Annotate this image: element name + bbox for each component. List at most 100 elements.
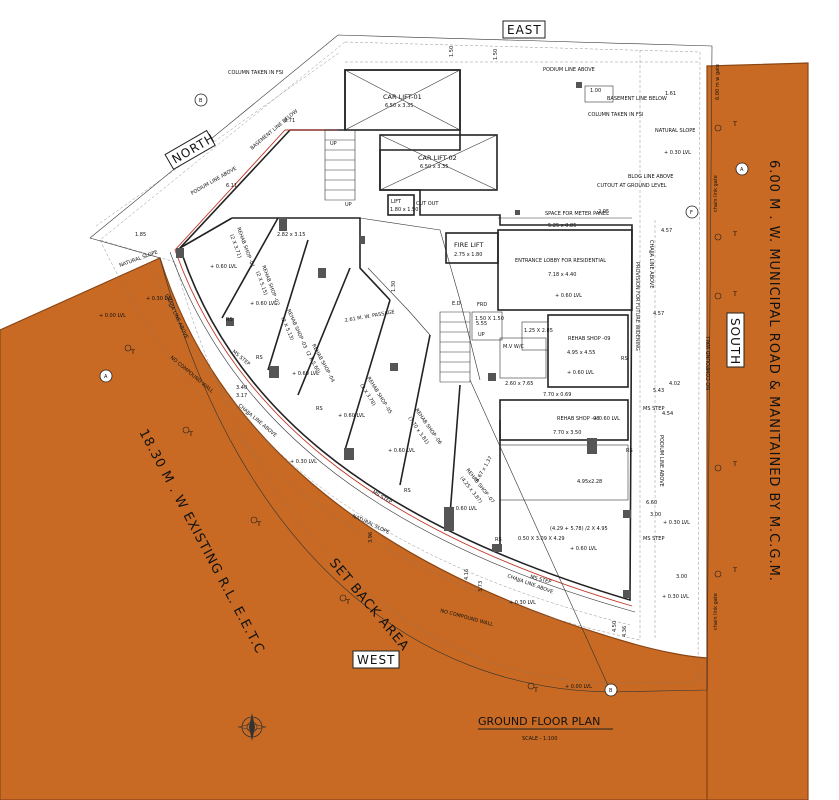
dim-4.57-b: 4.57	[653, 311, 664, 317]
column	[269, 366, 279, 378]
dim-1.85: 1.85	[135, 232, 146, 238]
dim-3.73: 3.73	[478, 581, 484, 592]
room-1.25x2.85	[521, 321, 549, 351]
plan-scale: SCALE - 1:100	[522, 736, 557, 742]
rehab-shop-09	[547, 314, 629, 388]
podium-above-3: PODIUM LINE ABOVE	[658, 435, 664, 487]
column	[226, 318, 234, 326]
natural-slope-2: NATURAL SLOPE	[655, 128, 695, 134]
marker-f: F	[685, 205, 699, 219]
gate-width-label: 6.00 m w gate	[715, 64, 721, 100]
dim-6.11: 6.11	[226, 183, 237, 189]
frd-label: FRD	[477, 302, 487, 308]
tree-icon	[714, 292, 722, 300]
podium-line-dashed	[95, 50, 700, 641]
marker-b-top: B	[194, 93, 208, 107]
ms-step-2: MS STEP	[371, 490, 393, 506]
tree-icon	[714, 464, 722, 472]
dim-6.60: 6.60	[646, 500, 657, 506]
mv-wc-label: M.V W/C	[503, 344, 525, 350]
ms-step-3: MS STEP	[529, 574, 551, 585]
dim-2.05: 2.05	[598, 209, 609, 215]
future-widening: PROVISION FOR FUTURE WIDENING	[634, 262, 640, 351]
podium-above-2: PODIUM LINE ABOVE	[190, 166, 238, 197]
column	[176, 248, 184, 258]
dim-2.82x3.15: 2.82 x 3.15	[277, 232, 305, 238]
entrance-lobby-name: ENTRANCE LOBBY FOR RESIDENTIAL	[515, 258, 606, 264]
column	[359, 236, 365, 244]
tree-label: T	[256, 520, 261, 528]
level-shop-05: + 0.60 LVL	[388, 448, 415, 454]
dim-7.70x0.69: 7.70 x 0.69	[543, 392, 571, 398]
column	[488, 373, 496, 381]
dim-4.02: 4.02	[669, 381, 680, 387]
car-lift-01	[344, 69, 461, 131]
dim-3.96: 3.96	[368, 532, 374, 543]
up-label-1: UP	[330, 141, 337, 147]
chain-gate-1: chain link gate	[713, 175, 719, 212]
column	[390, 363, 398, 371]
column	[492, 544, 502, 552]
room-4.95x2.28	[499, 444, 629, 501]
level-0.30-e: + 0.30 LVL	[663, 520, 690, 526]
rs-7: RS	[626, 448, 633, 454]
south-road-label: 6.00 M . W. MUNICIPAL ROAD & MANITAINED …	[766, 160, 781, 582]
dim-1.00: 1.00	[590, 88, 601, 94]
room-1.50x1.50	[471, 311, 503, 341]
no-wall-3: NO COMPOUND WALL	[706, 335, 712, 390]
tree-label: T	[732, 290, 737, 298]
tree-icon	[250, 516, 258, 524]
meter-panel-label: SPACE FOR METER PANEL	[545, 211, 609, 217]
level-0.30-f: + 0.30 LVL	[662, 594, 689, 600]
tree-label: T	[188, 430, 193, 438]
tree-label: T	[533, 686, 538, 694]
dim-trapezoid: (4.29 + 5.78) /2 X 4.95	[550, 526, 608, 532]
north-box-group: NORTH	[164, 129, 217, 170]
tree-icon	[124, 344, 132, 352]
level-0.00-b: + 0.00 LVL	[565, 684, 592, 690]
column	[318, 268, 326, 278]
stair-north	[324, 129, 356, 201]
column	[587, 438, 597, 454]
marker-a-left-label: A	[104, 374, 108, 380]
dim-5.43: 5.43	[653, 388, 664, 394]
dim-4.57-a: 4.57	[661, 228, 672, 234]
up-label-3: UP	[478, 332, 485, 338]
tree-icon	[714, 570, 722, 578]
west-box	[352, 650, 400, 669]
level-0.30-a: + 0.30 LVL	[146, 296, 173, 302]
car-lift-01-diagonals	[344, 69, 461, 131]
tree-label: T	[130, 348, 135, 356]
lift	[387, 194, 415, 216]
dim-4.36: 4.36	[622, 626, 628, 637]
west-label: WEST	[357, 653, 395, 667]
car-lift-02-name: CAR LIFT-02	[418, 154, 457, 162]
tree-icon	[714, 233, 722, 241]
podium-above-1: PODIUM LINE ABOVE	[543, 67, 595, 73]
dim-5.25x0.85: 5.25 x 0.85	[548, 223, 576, 229]
dim-1.50: 1.50	[449, 46, 455, 57]
level-shop-01: + 0.60 LVL	[210, 264, 237, 270]
shop-08-level: + 0.60 LVL	[593, 416, 620, 422]
dim-3.00-a: 3.00	[650, 512, 661, 518]
level-shop-04: + 0.60 LVL	[338, 413, 365, 419]
chain-gate-2: chain link gate	[713, 593, 719, 630]
lift-name: LIFT	[391, 199, 402, 205]
column	[623, 590, 631, 598]
dim-1.50x1.50: 1.50 X 1.50	[475, 316, 504, 322]
level-0.60-a: + 0.60 LVL	[570, 546, 597, 552]
trees: T T T T T T T T T T	[124, 120, 737, 694]
chajja-4: CHAJJA LINE ABOVE	[648, 240, 654, 288]
cut-out-label: CUT OUT	[416, 201, 439, 207]
car-lift-02-size: 6.50 x 3.35	[420, 164, 448, 170]
lift-size: 1.80 x 1.50	[390, 207, 418, 213]
dim-1.30: 1.30	[391, 281, 397, 292]
dim-1.50-b: 1.50	[493, 49, 499, 60]
dim-1.61: 1.61	[665, 91, 676, 97]
column	[444, 507, 454, 531]
level-shop-06: + 0.60 LVL	[450, 506, 477, 512]
tree-label: T	[732, 120, 737, 128]
tree-icon	[182, 426, 190, 434]
dim-4.54: 4.54	[662, 411, 673, 417]
